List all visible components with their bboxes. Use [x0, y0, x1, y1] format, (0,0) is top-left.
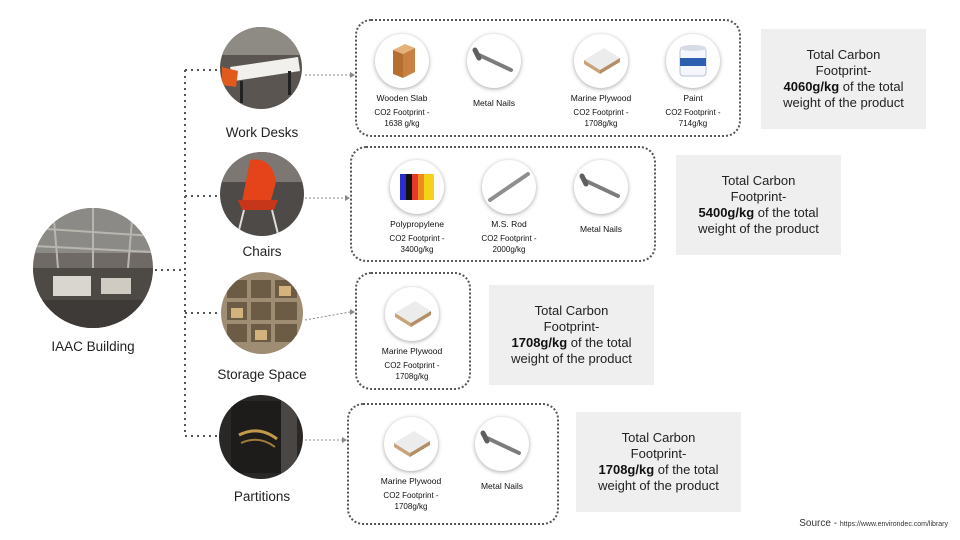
marine-plywood-icon	[574, 34, 628, 88]
material-footprint: CO2 Footprint - 2000g/kg	[481, 234, 537, 254]
wooden-slab-icon	[375, 34, 429, 88]
material-card: Wooden Slab CO2 Footprint - 1638 g/kg	[347, 34, 457, 129]
root-label: IAAC Building	[51, 339, 135, 354]
category-label: Work Desks	[225, 125, 299, 140]
material-name: Metal Nails	[579, 224, 623, 234]
summary-value: 1708g/kg	[598, 462, 655, 477]
material-card: Metal Nails	[439, 34, 549, 108]
material-name: Marine Plywood	[381, 346, 443, 356]
summary-suffix: of the total weight of the product	[783, 79, 904, 110]
summary-prefix: Total Carbon Footprint-	[534, 303, 609, 334]
summary-suffix: of the total weight of the product	[511, 335, 632, 366]
material-name: Metal Nails	[472, 98, 516, 108]
chairs-photo	[220, 152, 304, 236]
category-label: Storage Space	[217, 367, 307, 382]
summary-value-line: 1708g/kg of the total weight of the prod…	[489, 335, 654, 367]
category-label: Partitions	[233, 489, 291, 504]
material-footprint: CO2 Footprint - 3400g/kg	[389, 234, 445, 254]
material-footprint: CO2 Footprint - 1708g/kg	[384, 361, 440, 381]
material-card: Polypropylene CO2 Footprint - 3400g/kg	[362, 160, 472, 255]
source-label: Source -	[799, 518, 838, 529]
material-name: Metal Nails	[480, 481, 524, 491]
work-desks-photo	[220, 27, 302, 109]
chairs-materials-group	[350, 146, 656, 262]
material-footprint: CO2 Footprint - 1708g/kg	[573, 108, 629, 128]
material-card: Marine Plywood CO2 Footprint - 1708g/kg	[356, 417, 466, 512]
category-label: Chairs	[242, 244, 282, 259]
summary-value-line: 5400g/kg of the total weight of the prod…	[676, 205, 841, 237]
summary-suffix: of the total weight of the product	[598, 462, 719, 493]
summary-value: 5400g/kg	[698, 205, 755, 220]
summary-value-line: 1708g/kg of the total weight of the prod…	[576, 462, 741, 494]
iaac-building-photo	[33, 208, 153, 328]
polypropylene-sheets-icon	[390, 160, 444, 214]
metal-nails-icon	[574, 160, 628, 214]
summary-suffix: of the total weight of the product	[698, 205, 819, 236]
source-credit: Source - https://www.environdec.com/libr…	[799, 518, 948, 529]
work-desks-materials-group	[355, 19, 741, 137]
ms-rod-icon	[482, 160, 536, 214]
summary-value: 4060g/kg	[783, 79, 840, 94]
marine-plywood-icon	[385, 287, 439, 341]
material-footprint: CO2 Footprint - 1638 g/kg	[374, 108, 430, 128]
partitions-photo	[219, 395, 303, 479]
storage-space-materials-group	[355, 272, 471, 390]
partitions-materials-group	[347, 403, 559, 525]
total-footprint-summary: Total Carbon Footprint- 1708g/kg of the …	[576, 412, 741, 512]
material-footprint: CO2 Footprint - 714g/kg	[665, 108, 721, 128]
material-card: Marine Plywood CO2 Footprint - 1708g/kg	[357, 287, 467, 382]
material-card: M.S. Rod CO2 Footprint - 2000g/kg	[454, 160, 564, 255]
summary-prefix: Total Carbon Footprint-	[721, 173, 796, 204]
summary-value: 1708g/kg	[511, 335, 568, 350]
material-name: Marine Plywood	[570, 93, 632, 103]
total-footprint-summary: Total Carbon Footprint- 1708g/kg of the …	[489, 285, 654, 385]
material-card: Marine Plywood CO2 Footprint - 1708g/kg	[546, 34, 656, 129]
material-card: Metal Nails	[546, 160, 656, 234]
material-card: Paint CO2 Footprint - 714g/kg	[638, 34, 748, 129]
paint-bucket-icon	[666, 34, 720, 88]
summary-value-line: 4060g/kg of the total weight of the prod…	[761, 79, 926, 111]
total-footprint-summary: Total Carbon Footprint- 5400g/kg of the …	[676, 155, 841, 255]
storage-space-photo	[221, 272, 303, 354]
summary-prefix: Total Carbon Footprint-	[806, 47, 881, 78]
metal-nails-icon	[475, 417, 529, 471]
material-card: Metal Nails	[447, 417, 557, 491]
material-name: Marine Plywood	[380, 476, 442, 486]
material-name: Wooden Slab	[376, 93, 428, 103]
metal-nails-icon	[467, 34, 521, 88]
material-footprint: CO2 Footprint - 1708g/kg	[383, 491, 439, 511]
material-name: Paint	[683, 93, 703, 103]
total-footprint-summary: Total Carbon Footprint- 4060g/kg of the …	[761, 29, 926, 129]
source-url[interactable]: https://www.environdec.com/library	[839, 521, 948, 528]
material-name: Polypropylene	[390, 219, 444, 229]
marine-plywood-icon	[384, 417, 438, 471]
summary-prefix: Total Carbon Footprint-	[621, 430, 696, 461]
material-name: M.S. Rod	[491, 219, 527, 229]
